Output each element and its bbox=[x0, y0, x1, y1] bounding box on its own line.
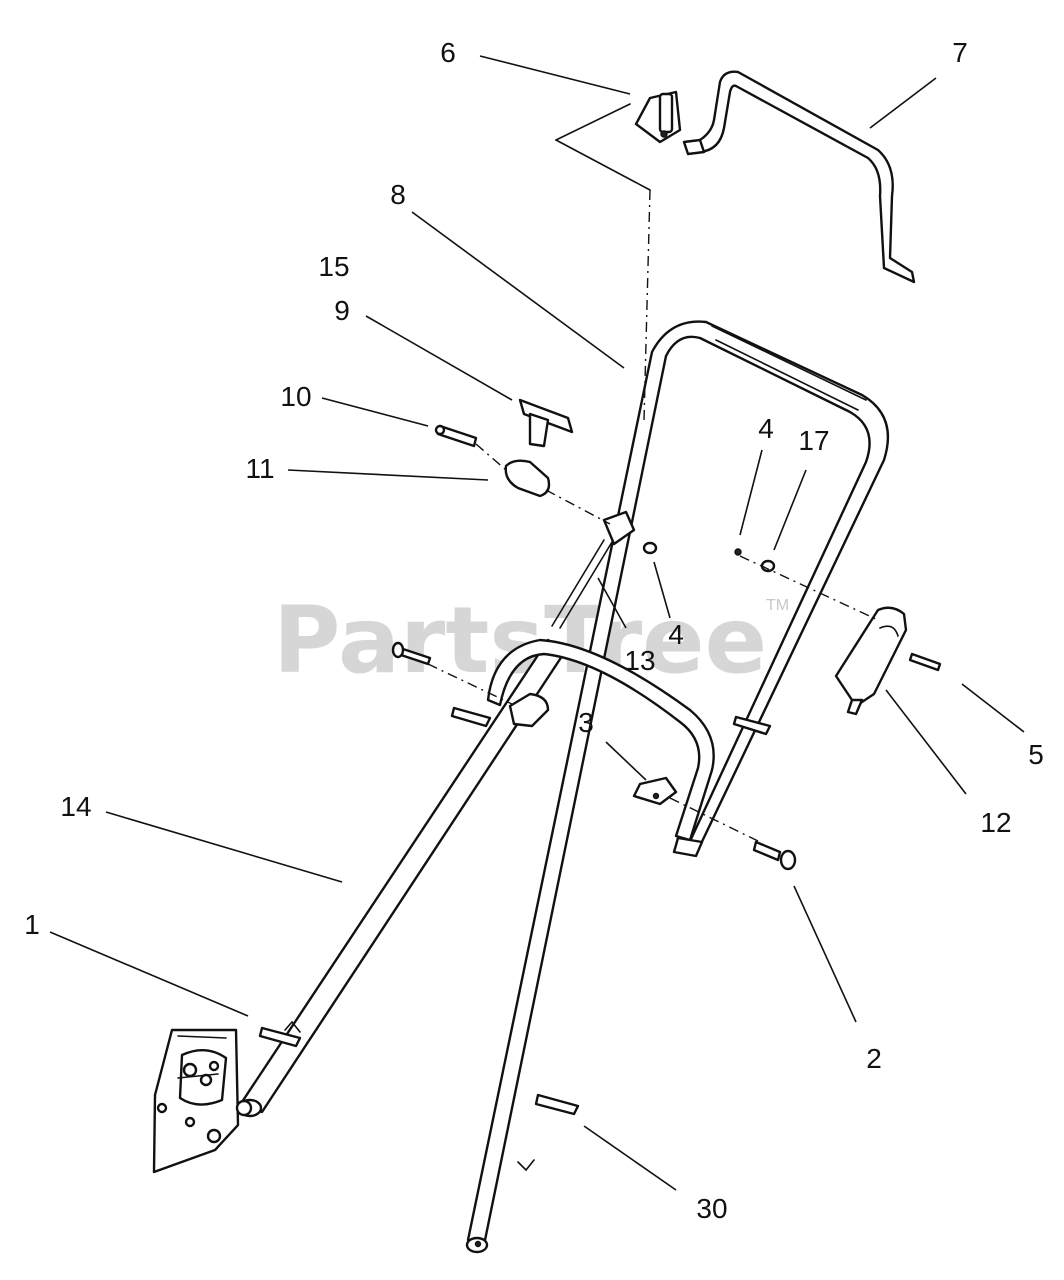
callout-1: 1 bbox=[24, 909, 40, 940]
left-wing-knob bbox=[508, 692, 550, 728]
upper-handle bbox=[465, 320, 890, 1254]
part-13-cable-guide bbox=[551, 510, 658, 629]
part-4-17-washers bbox=[734, 548, 776, 573]
part-7-control-bail bbox=[682, 70, 916, 284]
callout-numbers: 6 7 8 15 9 10 11 4 17 13 4 3 5 12 14 1 2… bbox=[24, 37, 1044, 1224]
lower-loop bbox=[486, 638, 715, 842]
part-6-pivot-bracket bbox=[634, 90, 682, 144]
callout-4-right: 4 bbox=[758, 413, 774, 444]
part-12-cable-lever bbox=[834, 606, 908, 716]
part-3-knob bbox=[632, 776, 678, 806]
callout-3: 3 bbox=[578, 707, 594, 738]
leader-lines bbox=[49, 55, 1025, 1191]
callout-30: 30 bbox=[696, 1193, 727, 1224]
deck-bracket bbox=[152, 1028, 253, 1174]
left-handle-bolt bbox=[391, 641, 432, 666]
callout-4-center: 4 bbox=[668, 619, 684, 650]
callout-8: 8 bbox=[390, 179, 406, 210]
callout-10: 10 bbox=[280, 381, 311, 412]
callout-14: 14 bbox=[60, 791, 91, 822]
callout-6: 6 bbox=[440, 37, 456, 68]
handle-sleeves bbox=[258, 706, 772, 1116]
callout-13: 13 bbox=[624, 645, 655, 676]
callout-17: 17 bbox=[798, 425, 829, 456]
part-5-screw bbox=[908, 652, 942, 672]
part-9-knob bbox=[518, 398, 574, 448]
callout-5: 5 bbox=[1028, 739, 1044, 770]
callout-9: 9 bbox=[334, 295, 350, 326]
part-10-bolt bbox=[434, 424, 478, 448]
callout-11: 11 bbox=[245, 453, 274, 484]
callout-15: 15 bbox=[318, 251, 349, 282]
callout-12: 12 bbox=[980, 807, 1011, 838]
part-11-knob-body bbox=[504, 459, 551, 498]
watermark-trademark: TM bbox=[766, 597, 789, 614]
watermark-text: PartsTree bbox=[273, 587, 767, 694]
callout-7: 7 bbox=[952, 37, 968, 68]
callout-2: 2 bbox=[866, 1043, 882, 1074]
assembly-lines bbox=[427, 103, 879, 843]
part-2-carriage-bolt bbox=[752, 840, 797, 871]
